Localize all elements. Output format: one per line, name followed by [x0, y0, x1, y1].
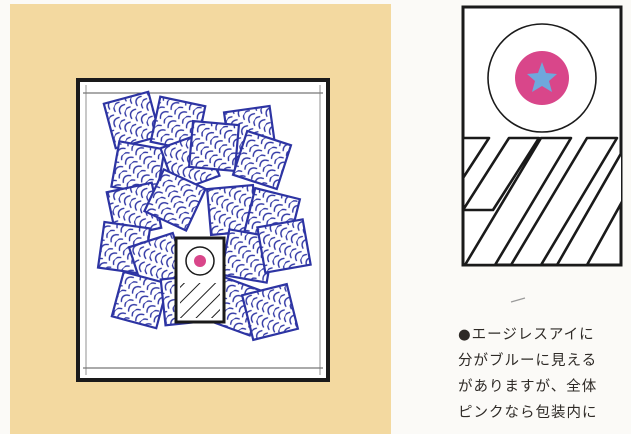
indicator-dot: [194, 255, 206, 267]
caption-line: ●エージレスアイに: [458, 322, 631, 348]
sachet: [242, 284, 298, 340]
packaging-illustration: [0, 0, 391, 434]
sachet: [257, 219, 310, 272]
indicator-card-small: [176, 238, 224, 322]
sachet: [189, 121, 239, 171]
caption-line: 分がブルーに見える: [458, 348, 631, 374]
caption-line: ピンクなら包装内に: [458, 400, 631, 426]
caption-line: がありますが、全体: [458, 374, 631, 400]
caption: ●エージレスアイに 分がブルーに見える がありますが、全体 ピンクなら包装内に: [458, 322, 631, 434]
